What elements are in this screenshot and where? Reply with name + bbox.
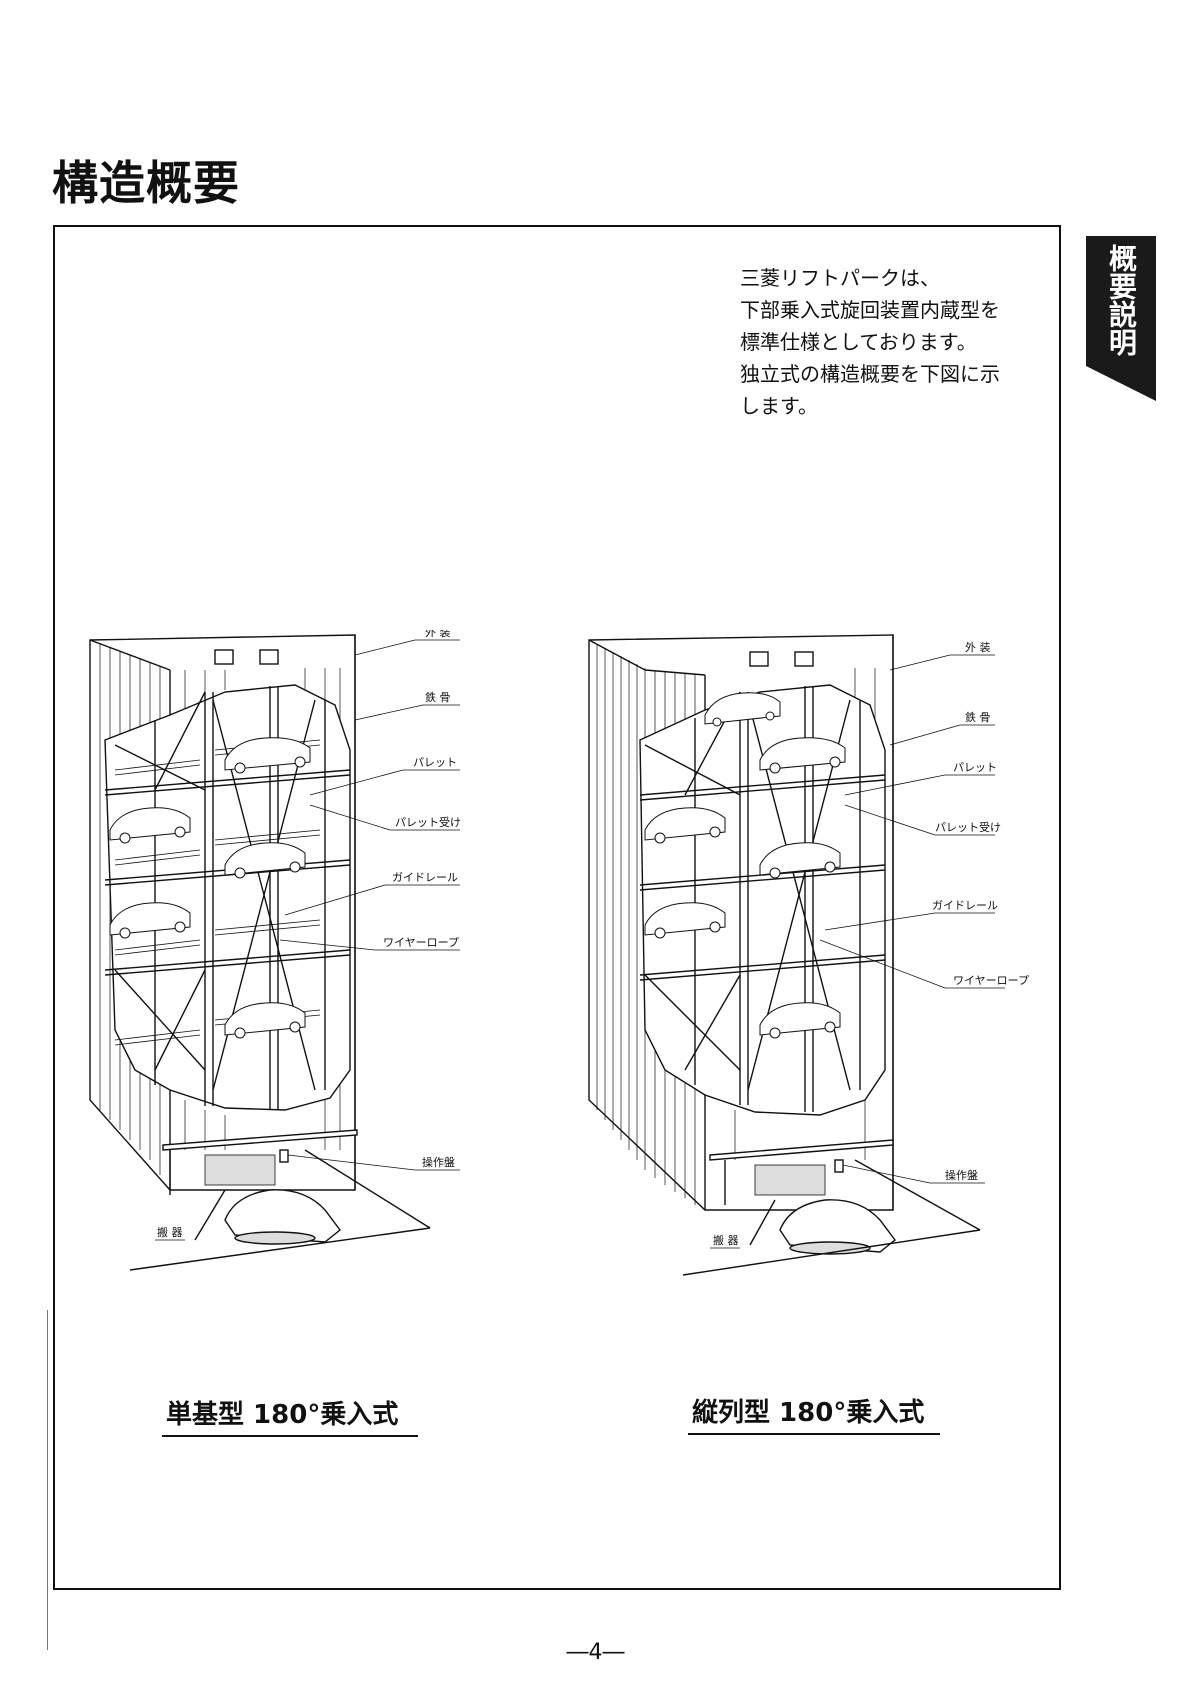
intro-line: します。 <box>740 390 1000 422</box>
figure-caption-single: 単基型 180°乗入式 <box>162 1394 418 1437</box>
label-exterior: 外 装 <box>425 630 451 639</box>
figure-caption-tandem: 縦列型 180°乗入式 <box>688 1392 940 1435</box>
label-entrance: 搬 器 <box>157 1225 183 1239</box>
label-control-panel: 操作盤 <box>422 1155 455 1169</box>
label-pallet: パレット <box>413 756 457 769</box>
intro-text: 三菱リフトパークは、 下部乗入式旋回装置内蔵型を 標準仕様としております。 独立… <box>740 262 1000 422</box>
intro-line: 標準仕様としております。 <box>740 326 1000 358</box>
section-tab-label: 概要説明 <box>1086 244 1156 356</box>
intro-line: 下部乗入式旋回装置内蔵型を <box>740 294 1000 326</box>
label-steel-frame: 鉄 骨 <box>425 690 451 704</box>
tandem-tower-drawing: 外 装 鉄 骨 パレット パレット受け ガイドレール ワイヤーロープ 操作盤 搬… <box>585 630 1045 1350</box>
page-title: 構造概要 <box>52 160 240 206</box>
label-exterior: 外 装 <box>965 641 991 654</box>
label-pallet-receiver: パレット受け <box>935 821 1001 834</box>
label-pallet: パレット <box>953 761 997 774</box>
label-control-panel: 操作盤 <box>945 1168 978 1182</box>
page-number: ―4― <box>0 1640 1191 1665</box>
label-wire-rope: ワイヤーロープ <box>953 974 1029 987</box>
intro-line: 独立式の構造概要を下図に示 <box>740 358 1000 390</box>
label-steel-frame: 鉄 骨 <box>965 710 991 724</box>
margin-rule <box>47 1310 48 1650</box>
label-pallet-receiver: パレット受け <box>395 816 461 829</box>
label-entrance: 搬 器 <box>713 1233 739 1247</box>
label-wire-rope: ワイヤーロープ <box>383 936 459 949</box>
single-tower-illustration: 外 装 鉄 骨 パレット パレット受け ガイドレール ワイヤーロープ 操作盤 搬… <box>85 630 505 1350</box>
label-guide-rail: ガイドレール <box>932 899 998 912</box>
section-tab: 概要説明 <box>1086 236 1156 401</box>
label-guide-rail: ガイドレール <box>392 871 458 884</box>
tandem-tower-illustration: 外 装 鉄 骨 パレット パレット受け ガイドレール ワイヤーロープ 操作盤 搬… <box>585 630 1045 1350</box>
intro-line: 三菱リフトパークは、 <box>740 262 1000 294</box>
single-tower-drawing: 外 装 鉄 骨 パレット パレット受け ガイドレール ワイヤーロープ 操作盤 搬… <box>85 630 505 1350</box>
